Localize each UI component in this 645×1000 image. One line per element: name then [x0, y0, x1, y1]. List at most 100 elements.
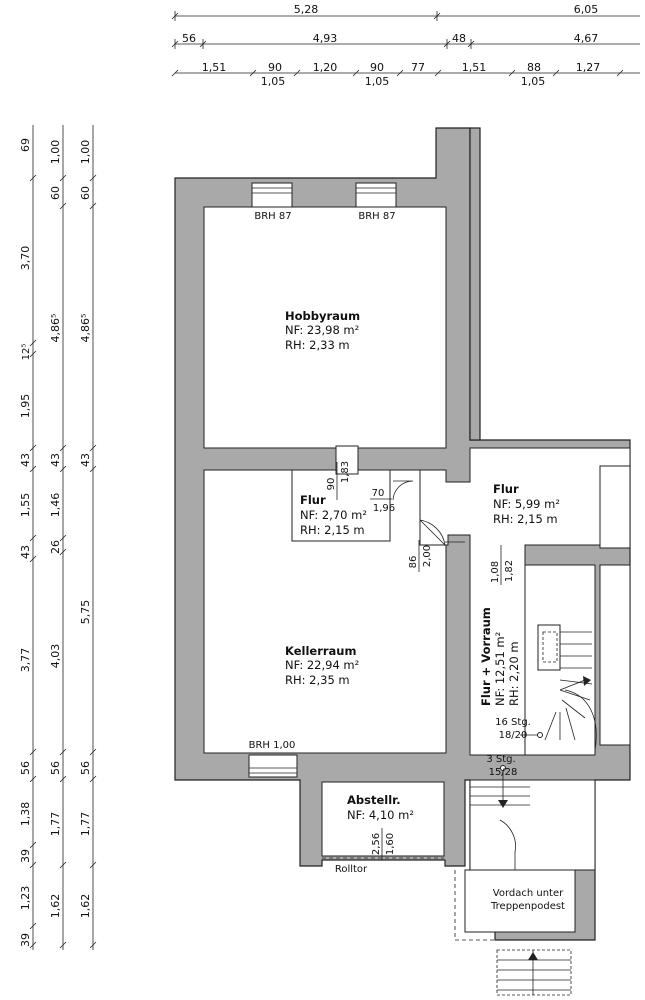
flur-vorraum-rh: RH: 2,20 m: [507, 641, 521, 706]
kellerraum-nf: NF: 22,94 m²: [285, 658, 359, 672]
dim-top-2-d: 4,67: [574, 32, 599, 45]
dim-top-3-d: 90: [370, 61, 384, 74]
dim-top-3-b: 90: [268, 61, 282, 74]
stairs1-ratio: 18/20: [499, 730, 528, 741]
rooms-fill: [203, 206, 631, 933]
dim-left-1-h: 3,77: [19, 648, 32, 673]
dim-top-1-a: 5,28: [294, 3, 319, 16]
dim-top-2-b: 4,93: [313, 32, 338, 45]
hobbyraum-rh: RH: 2,33 m: [285, 338, 350, 352]
rolltor-label: Rolltor: [335, 864, 368, 875]
hobbyraum-nf: NF: 23,98 m²: [285, 323, 359, 337]
dim-top-2-a: 56: [182, 32, 196, 45]
dim-left-2-j: 1,62: [49, 894, 62, 919]
stairs2-count: 3 Stg.: [486, 754, 515, 765]
vordach-line-1: Vordach unter: [493, 888, 564, 899]
door-c-width: 86: [408, 556, 419, 569]
dim-left-2-h: 56: [49, 761, 62, 775]
upper-right-wall-strip: [469, 127, 481, 441]
opening-hobby-flur: [335, 445, 359, 475]
window-2: [355, 182, 397, 208]
door-c-height: 2,00: [422, 545, 433, 567]
dim-top-3-h: 1,27: [576, 61, 601, 74]
door-swing-keller: [419, 519, 446, 546]
flur-right-title: Flur: [493, 482, 519, 496]
dim-left-3-e: 5,75: [79, 600, 92, 625]
dim-top-3-a: 1,51: [202, 61, 227, 74]
dim-top-3-g: 88: [527, 61, 541, 74]
door-a-height: 1,83: [340, 461, 351, 483]
room-right-strip: [599, 564, 631, 746]
stairs: [454, 624, 597, 996]
flur-vorraum-nf: NF: 12,51 m²: [493, 632, 507, 706]
dim-left-3-g: 1,77: [79, 812, 92, 837]
room-right-edge: [599, 465, 631, 549]
dim-top-3-sub-c: 1,05: [521, 75, 546, 88]
dim-left-1-e: 43: [19, 453, 32, 467]
dim-left-3-f: 56: [79, 761, 92, 775]
window-3: [248, 754, 298, 778]
dim-left-3-h: 1,62: [79, 894, 92, 919]
dim-top-2-c: 48: [452, 32, 466, 45]
room-labels: Hobbyraum NF: 23,98 m² RH: 2,33 m Flur N…: [285, 309, 560, 822]
dim-left-2-b: 60: [49, 186, 62, 200]
lower-corridor: [469, 779, 596, 871]
abstellr-nf: NF: 4,10 m²: [347, 808, 414, 822]
flur-right-rh: RH: 2,15 m: [493, 512, 558, 526]
dim-left-2-i: 1,77: [49, 812, 62, 837]
abstellr-title: Abstellr.: [347, 793, 401, 807]
dim-left-1-g: 43: [19, 545, 32, 559]
dim-left-2-a: 1,00: [49, 140, 62, 165]
kellerraum-rh: RH: 2,35 m: [285, 673, 350, 687]
door-swing-lower: [499, 819, 516, 870]
dim-left-1-j: 1,38: [19, 802, 32, 827]
dim-top-3-sub-b: 1,05: [365, 75, 390, 88]
flur-small-nf: NF: 2,70 m²: [300, 508, 367, 522]
dim-left-2-g: 4,03: [49, 644, 62, 669]
dim-top-3-c: 1,20: [313, 61, 338, 74]
top-dimension-chains: 5,28 6,05 56 4,93 48 4,67 1,51 90: [171, 3, 640, 88]
dim-top-3-f: 1,51: [462, 61, 487, 74]
hobbyraum-title: Hobbyraum: [285, 309, 360, 323]
dim-left-1-b: 3,70: [19, 246, 32, 271]
flur-small-rh: RH: 2,15 m: [300, 523, 365, 537]
dim-top-1-b: 6,05: [574, 3, 599, 16]
door-e-height: 1,60: [385, 833, 396, 855]
dim-left-2-c: 4,86⁵: [49, 314, 62, 343]
dim-top-3-e: 77: [411, 61, 425, 74]
flur-right-nf: NF: 5,99 m²: [493, 497, 560, 511]
dim-left-1-m: 39: [19, 933, 32, 947]
doors: [392, 480, 516, 870]
dim-left-1-l: 1,23: [19, 886, 32, 911]
flur-small-title: Flur: [300, 493, 326, 507]
stairs2-ratio: 15/28: [489, 767, 518, 778]
door-d-width: 1,08: [490, 561, 501, 583]
door-swing-flur: [392, 480, 414, 501]
room-abstellr: [321, 781, 445, 857]
dim-left-3-a: 1,00: [79, 140, 92, 165]
stairs1-count: 16 Stg.: [495, 717, 531, 728]
dim-top-3-sub-a: 1,05: [261, 75, 286, 88]
windows: [248, 182, 397, 778]
door-a-width: 90: [326, 478, 337, 491]
dim-left-1-a: 69: [19, 138, 32, 152]
dim-left-1-k: 39: [19, 849, 32, 863]
brh-label-3: BRH 1,00: [249, 740, 296, 751]
dim-left-1-c: 12⁵: [21, 344, 32, 361]
room-hobbyraum: [203, 206, 447, 449]
room-vordach: [464, 869, 576, 933]
vordach-line-2: Treppenpodest: [490, 901, 565, 912]
door-b-height: 1,96: [373, 503, 395, 514]
brh-label-2: BRH 87: [358, 211, 395, 222]
kellerraum-title: Kellerraum: [285, 644, 356, 658]
dim-left-1-f: 1,55: [19, 493, 32, 518]
flur-vorraum-title: Flur + Vorraum: [479, 607, 493, 706]
dim-left-1-i: 56: [19, 761, 32, 775]
door-d-height: 1,82: [504, 560, 515, 582]
dim-left-2-d: 43: [49, 453, 62, 467]
dim-left-3-c: 4,86⁵: [79, 314, 92, 343]
dim-left-2-e: 1,46: [49, 493, 62, 518]
annotations: BRH 87 BRH 87 BRH 1,00 90 1,83 70 1,96 8…: [249, 211, 565, 912]
door-b-width: 70: [372, 488, 385, 499]
